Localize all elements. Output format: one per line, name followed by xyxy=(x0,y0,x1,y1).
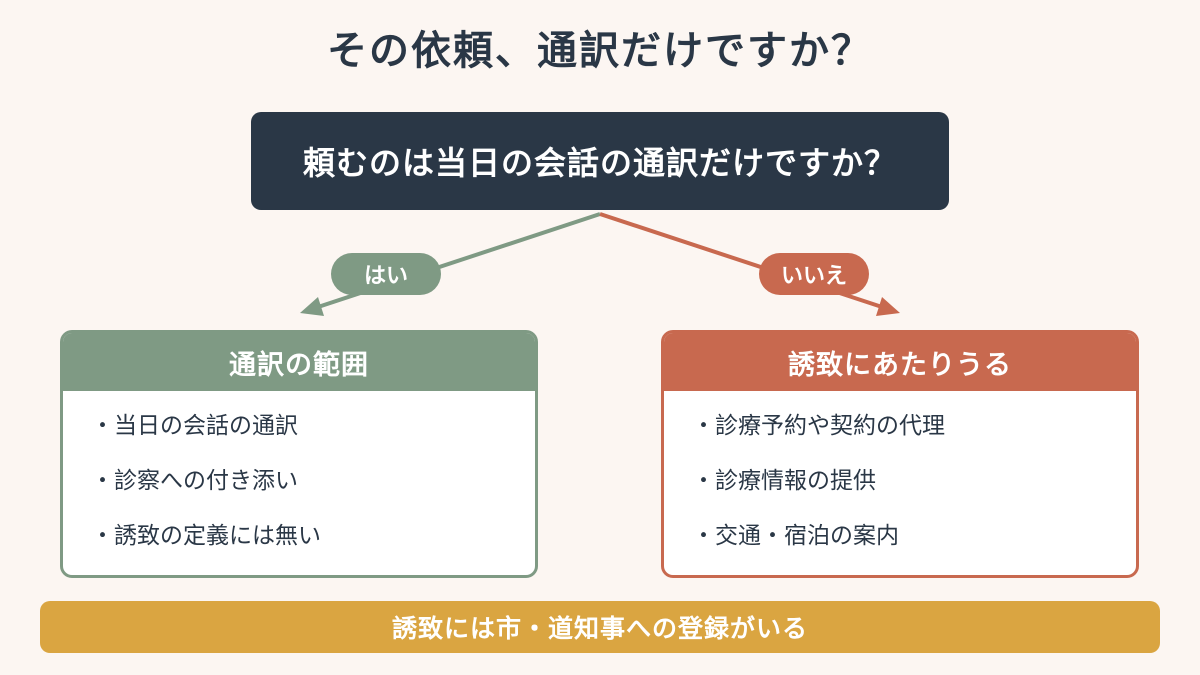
yes-card-list: ・当日の会話の通訳 ・診察への付き添い ・誘致の定義には無い xyxy=(63,391,535,574)
yes-arrow-head xyxy=(300,297,324,316)
diagram-title: その依頼、通訳だけですか？ xyxy=(327,28,873,74)
yes-label: はい xyxy=(331,253,441,295)
no-card-heading: 誘致にあたりうる xyxy=(664,333,1136,391)
list-item: ・診療予約や契約の代理 xyxy=(692,413,945,439)
list-item: ・診察への付き添い xyxy=(91,468,298,494)
list-item: ・当日の会話の通訳 xyxy=(91,413,298,439)
question-box: 頼むのは当日の会話の通訳だけですか？ xyxy=(251,112,949,210)
list-item: ・診療情報の提供 xyxy=(692,468,876,494)
no-label: いいえ xyxy=(759,253,869,295)
question-text: 頼むのは当日の会話の通訳だけですか？ xyxy=(302,144,897,182)
no-arrow-head xyxy=(876,297,900,316)
yes-card-heading: 通訳の範囲 xyxy=(63,333,535,391)
no-card-list: ・診療予約や契約の代理 ・診療情報の提供 ・交通・宿泊の案内 xyxy=(664,391,1136,574)
list-item: ・交通・宿泊の案内 xyxy=(692,523,899,549)
list-item: ・誘致の定義には無い xyxy=(91,523,321,549)
footer-banner: 誘致には市・道知事への登録がいる xyxy=(40,601,1160,653)
no-card: 誘致にあたりうる ・診療予約や契約の代理 ・診療情報の提供 ・交通・宿泊の案内 xyxy=(661,330,1139,578)
yes-card: 通訳の範囲 ・当日の会話の通訳 ・診察への付き添い ・誘致の定義には無い xyxy=(60,330,538,578)
